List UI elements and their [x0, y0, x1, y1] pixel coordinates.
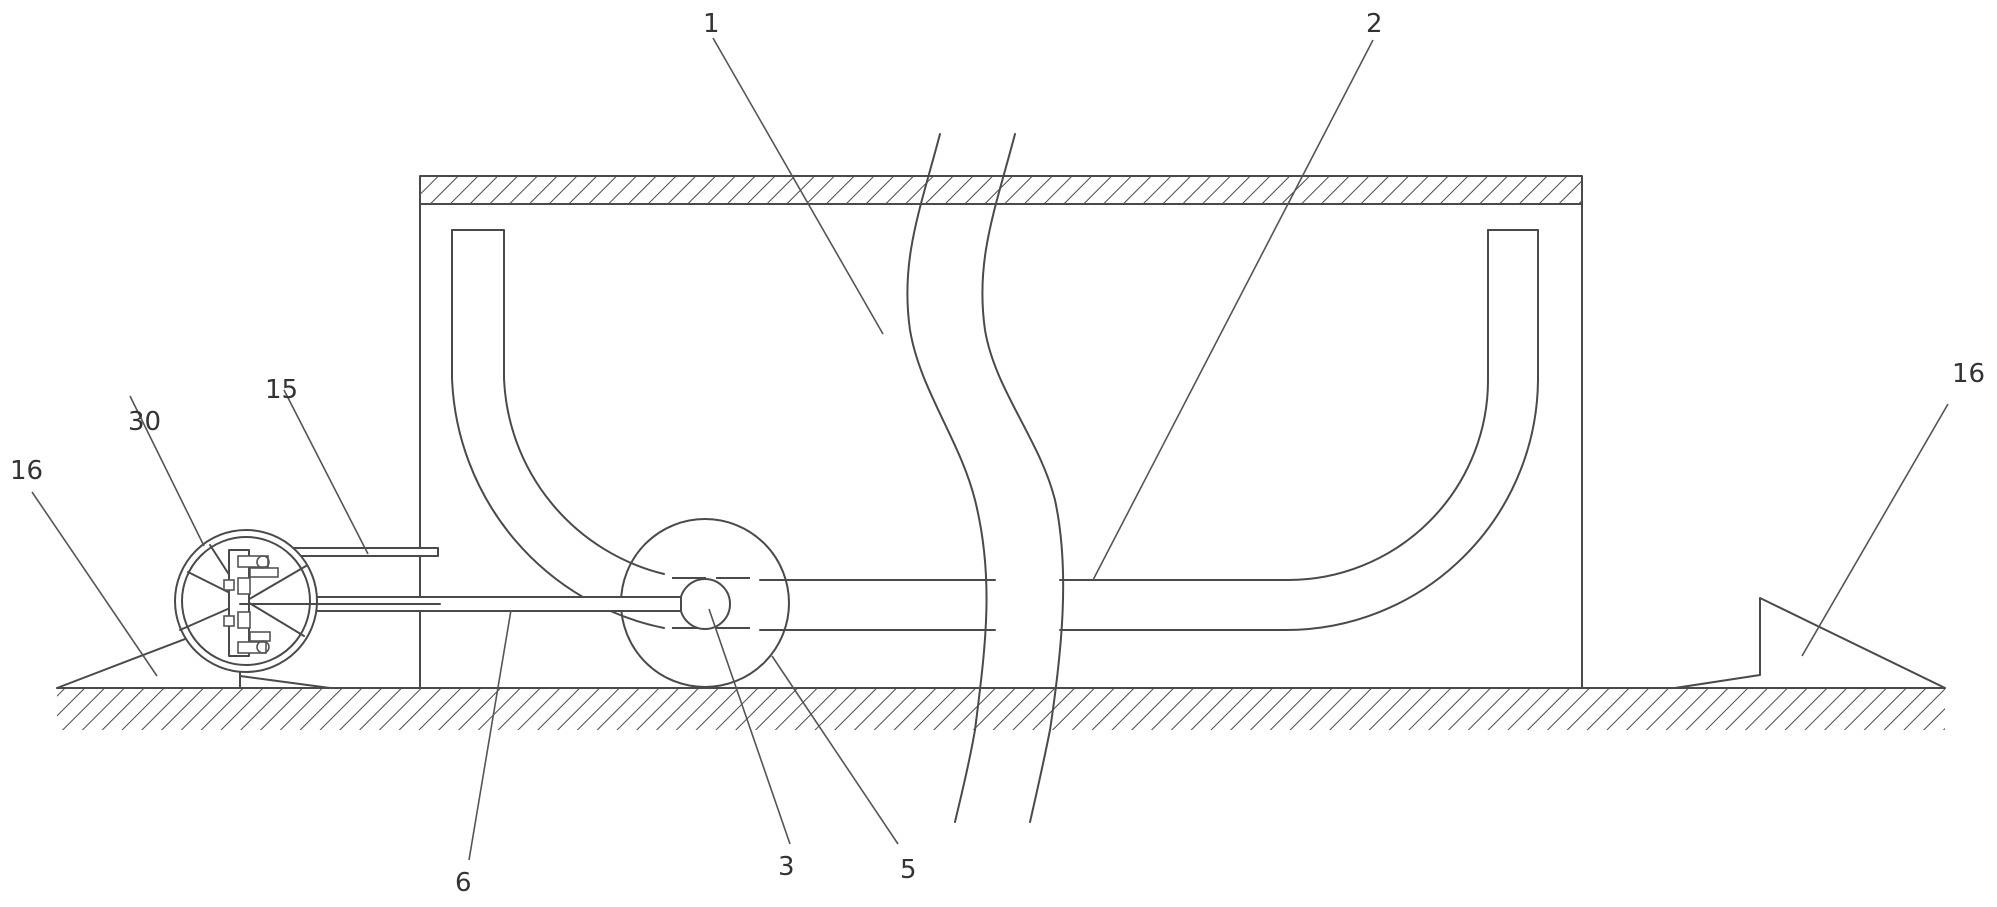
label-1: 1 — [703, 9, 720, 39]
housing-frame — [419, 175, 1583, 689]
labels: 1 2 3 5 6 15 16 16 30 — [10, 9, 1985, 898]
label-2: 2 — [1366, 9, 1383, 39]
left-guide-rail — [451, 229, 758, 629]
label-30: 30 — [128, 407, 161, 437]
leader-lines — [31, 37, 1949, 861]
right-ramp — [1674, 597, 1946, 689]
label-16-left: 16 — [10, 456, 43, 486]
ground — [56, 687, 1946, 730]
label-16-right: 16 — [1952, 359, 1985, 389]
label-5: 5 — [900, 855, 917, 885]
label-6: 6 — [455, 868, 472, 898]
label-15: 15 — [265, 375, 298, 405]
label-3: 3 — [778, 852, 795, 882]
wheel-5 — [620, 518, 790, 688]
break-lines — [906, 133, 1065, 823]
handwheel-30 — [174, 529, 441, 673]
right-guide-rail — [759, 229, 1539, 631]
